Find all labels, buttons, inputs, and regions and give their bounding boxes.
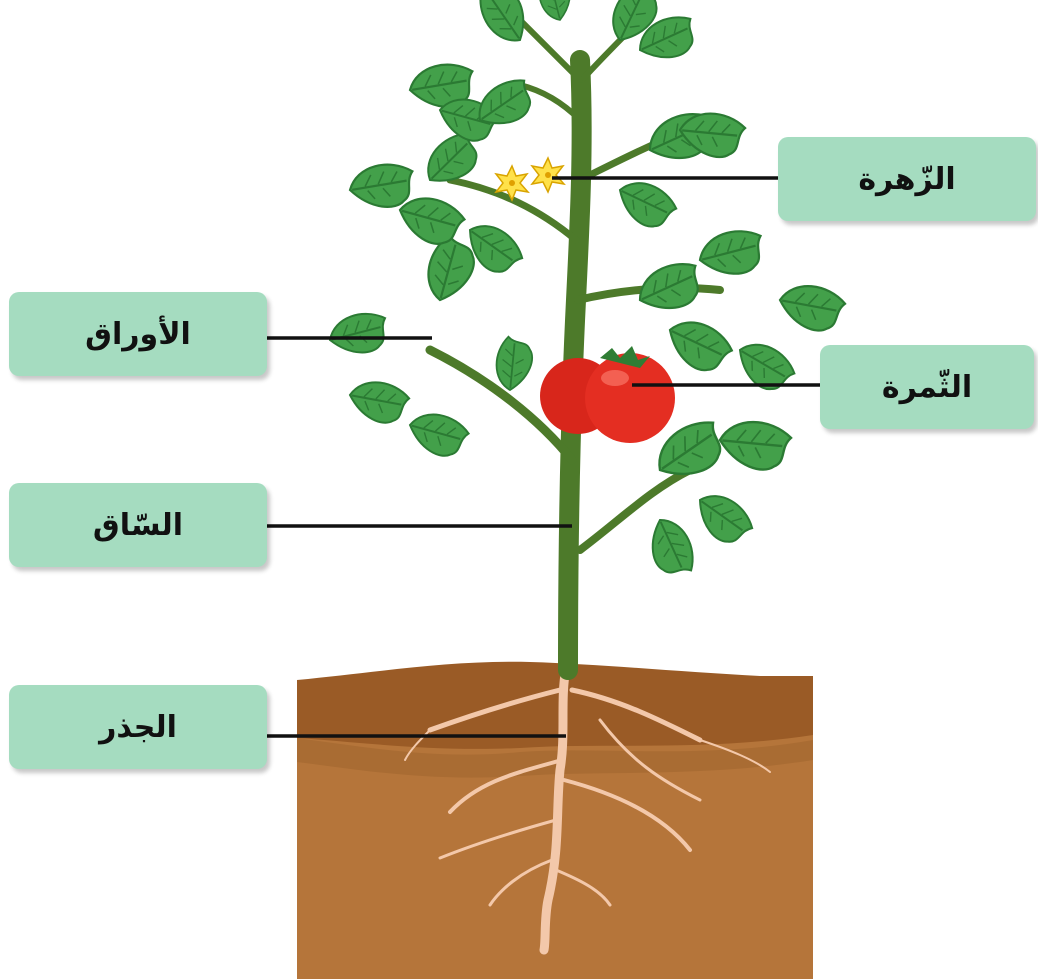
root-label: الجذر [9, 685, 267, 769]
leaves-label: الأوراق [9, 292, 267, 376]
flower-label: الزّهرة [778, 137, 1036, 221]
tomatoes [540, 346, 675, 443]
fruit-label: الثّمرة [820, 345, 1034, 429]
stem-label: السّاق [9, 483, 267, 567]
